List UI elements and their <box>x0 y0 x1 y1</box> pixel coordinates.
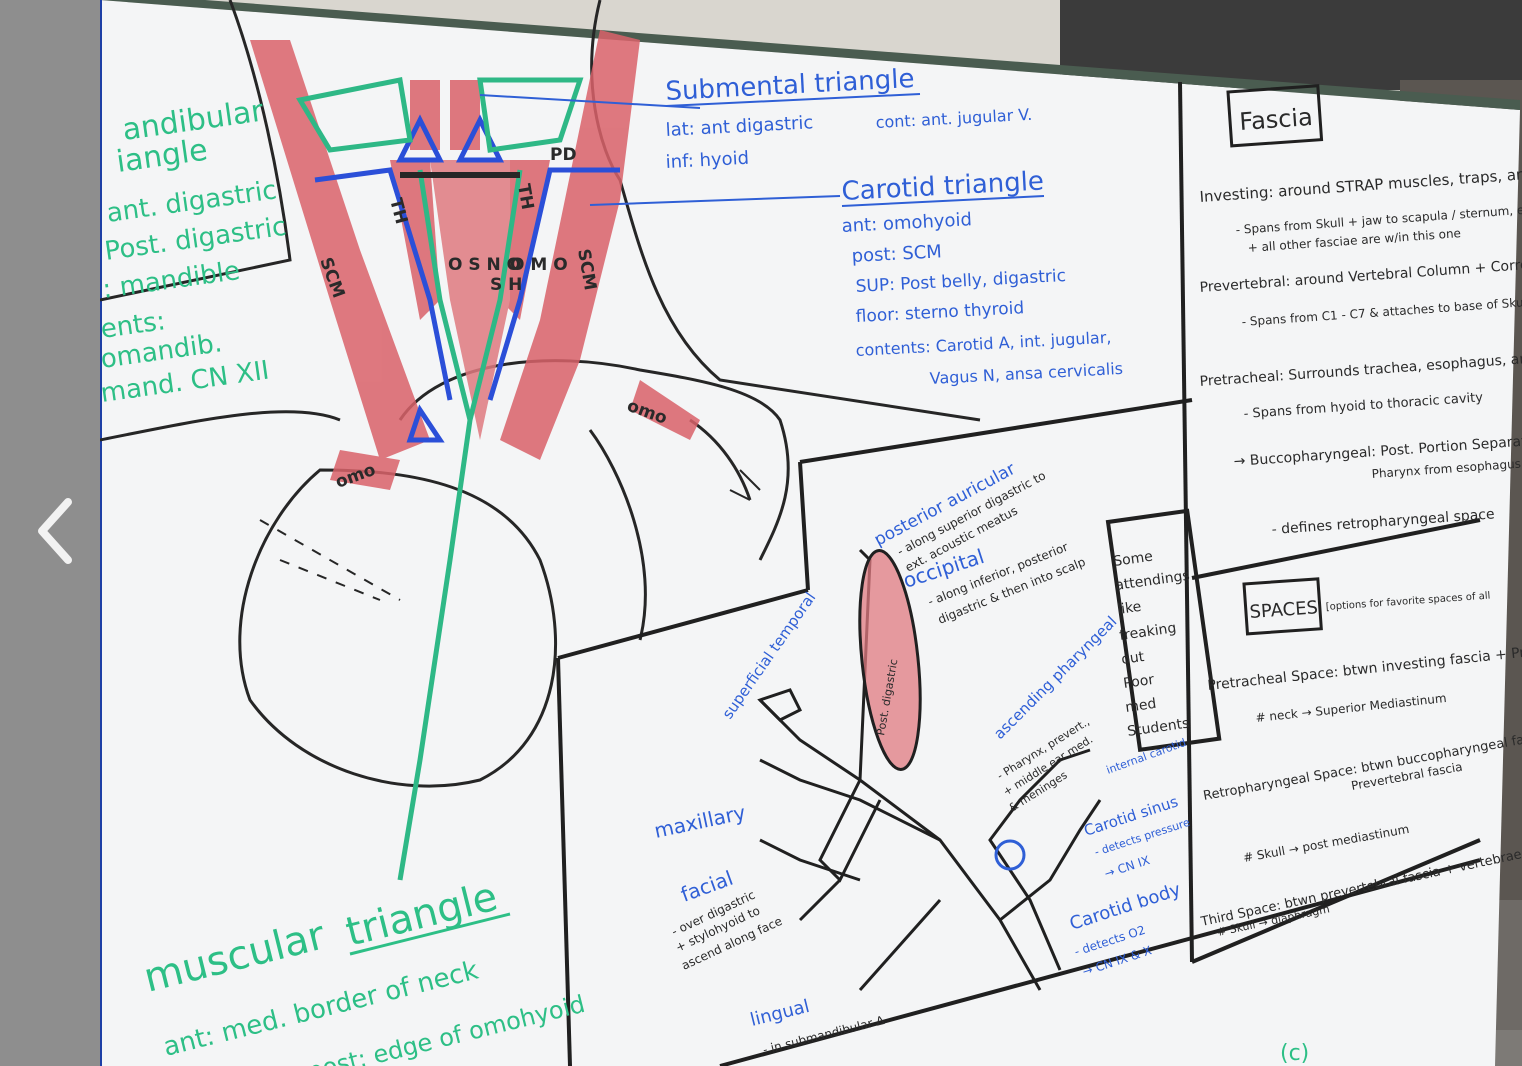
sidenote-line-3: like <box>1116 599 1142 618</box>
muscle-label-pd: PD <box>550 145 577 165</box>
chevron-left-icon <box>34 496 74 566</box>
bottom-right-fragment: (c) <box>1280 1041 1309 1066</box>
sidenote-line-5: out <box>1120 649 1145 668</box>
muscle-label-omo: O M O <box>510 255 568 275</box>
muscle-label-sh: S H <box>490 275 522 295</box>
fascia-heading: Fascia <box>1238 103 1313 136</box>
previous-image-button[interactable] <box>22 483 86 579</box>
submental-inf: inf: hyoid <box>665 148 749 173</box>
whiteboard-drawing: SCM SCM TH TH O S N O S H O M O PD omo o… <box>100 0 1522 1066</box>
whiteboard-photo: SCM SCM TH TH O S N O S H O M O PD omo o… <box>100 0 1522 1066</box>
